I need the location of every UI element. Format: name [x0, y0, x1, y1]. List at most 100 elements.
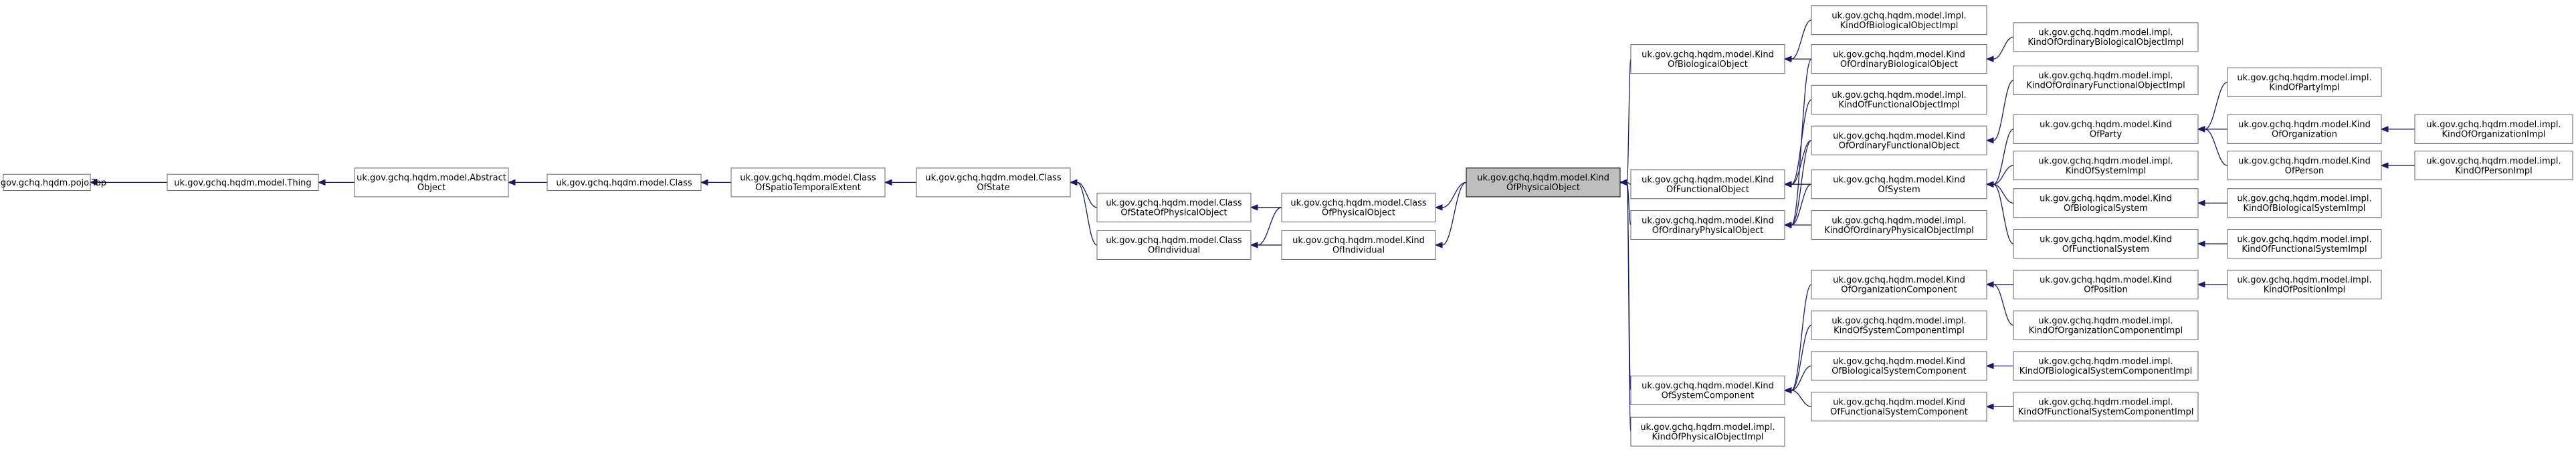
- class-node-box: [730, 167, 886, 198]
- class-node-box: [2227, 229, 2382, 259]
- class-node-kind-po-impl[interactable]: uk.gov.gchq.hqdm.model.impl.KindOfPhysic…: [1630, 417, 1785, 447]
- class-node-box: [2414, 151, 2573, 181]
- class-node-label: uk.gov.gchq.hqdm.model.Kind: [1833, 50, 1965, 60]
- class-node-kind-person-impl[interactable]: uk.gov.gchq.hqdm.model.impl.KindOfPerson…: [2414, 151, 2573, 181]
- class-node-box: [1630, 210, 1785, 240]
- arrowhead-kind_person_impl-to-kind_person: [2380, 162, 2389, 169]
- edge-kind_party_impl-to-kind_party: [2204, 82, 2228, 130]
- class-node-kind-func-sys-impl[interactable]: uk.gov.gchq.hqdm.model.impl.KindOfFuncti…: [2227, 229, 2382, 259]
- class-node-label: KindOfFunctionalSystemComponentImpl: [2018, 407, 2194, 417]
- class-node-label: OfOrganization: [2272, 130, 2337, 140]
- class-node-kind-bio-obj[interactable]: uk.gov.gchq.hqdm.model.KindOfBiologicalO…: [1630, 44, 1785, 74]
- class-node-kind-sys-comp[interactable]: uk.gov.gchq.hqdm.model.KindOfSystemCompo…: [1630, 375, 1785, 405]
- arrowhead-kind_func_sys_comp_impl-to-kind_func_sys_comp: [1985, 403, 1994, 410]
- edge-kind_func_sys_comp-to-kind_sys_comp: [1791, 390, 1812, 407]
- edge-kind_ord_func_obj_impl-to-kind_ord_func_obj: [1993, 80, 2014, 141]
- class-node-label: uk.gov.gchq.hqdm.model.Class: [740, 173, 876, 183]
- class-node-kind-func-sys[interactable]: uk.gov.gchq.hqdm.model.KindOfFunctionalS…: [2013, 229, 2199, 259]
- class-node-kind-func-obj-impl[interactable]: uk.gov.gchq.hqdm.model.impl.KindOfFuncti…: [1811, 84, 1987, 115]
- class-node-kind-party[interactable]: uk.gov.gchq.hqdm.model.KindOfParty: [2013, 114, 2199, 144]
- class-node-label: uk.gov.gchq.hqdm.model.Kind: [1833, 175, 1965, 185]
- class-node-kind-party-impl[interactable]: uk.gov.gchq.hqdm.model.impl.KindOfPartyI…: [2227, 67, 2382, 97]
- class-node-box: [2013, 188, 2199, 218]
- arrowhead-kind_ord_bio_obj_impl-to-kind_ord_bio_obj: [1985, 56, 1994, 62]
- class-node-label: OfBiologicalSystem: [2064, 204, 2148, 214]
- class-node-kind-func-sys-comp[interactable]: uk.gov.gchq.hqdm.model.KindOfFunctionalS…: [1811, 392, 1987, 422]
- class-node-box: [2013, 22, 2199, 52]
- class-node-thing[interactable]: uk.gov.gchq.hqdm.model.Thing: [167, 173, 319, 192]
- edge-kind_bio_obj-to-kind_po: [1626, 58, 1631, 183]
- inheritance-edges: [89, 19, 2415, 433]
- edge-kind_org_comp-to-kind_sys_comp: [1791, 284, 1812, 391]
- class-node-box: [2013, 310, 2199, 340]
- class-node-label: uk.gov.gchq.hqdm.model.impl.: [2426, 120, 2561, 130]
- class-node-label: uk.gov.gchq.hqdm.pojo.Top: [0, 178, 106, 188]
- class-node-pojo-top[interactable]: uk.gov.gchq.hqdm.pojo.Top: [0, 173, 106, 192]
- class-node-kind-ord-po-impl[interactable]: uk.gov.gchq.hqdm.model.impl.KindOfOrdina…: [1811, 210, 1987, 240]
- class-node-label: KindOfSystemComponentImpl: [1834, 325, 1965, 335]
- class-node-kind-bio-sys[interactable]: uk.gov.gchq.hqdm.model.KindOfBiologicalS…: [2013, 188, 2199, 218]
- class-node-label: KindOfPhysicalObjectImpl: [1652, 432, 1763, 442]
- class-node-box: [2013, 65, 2199, 95]
- class-node-label: uk.gov.gchq.hqdm.model.Kind: [1833, 398, 1965, 408]
- class-node-kind-ord-po[interactable]: uk.gov.gchq.hqdm.model.KindOfOrdinaryPhy…: [1630, 210, 1785, 240]
- class-node-kind-func-obj[interactable]: uk.gov.gchq.hqdm.model.KindOfFunctionalO…: [1630, 169, 1785, 200]
- class-node-kind-system-impl[interactable]: uk.gov.gchq.hqdm.model.impl.KindOfSystem…: [2013, 151, 2199, 181]
- arrowhead-kind_po-to-class_po: [1434, 204, 1443, 211]
- edge-kind_ord_func_obj-to-kind_func_obj: [1791, 140, 1812, 185]
- arrowhead-kind_system-to-kind_func_obj: [1783, 181, 1792, 188]
- class-node-kind-position-impl[interactable]: uk.gov.gchq.hqdm.model.impl.KindOfPositi…: [2227, 269, 2382, 299]
- class-node-label: OfPosition: [2084, 285, 2127, 295]
- class-node-class-po[interactable]: uk.gov.gchq.hqdm.model.ClassOfPhysicalOb…: [1281, 192, 1436, 222]
- class-node-kind-ord-bio-obj[interactable]: uk.gov.gchq.hqdm.model.KindOfOrdinaryBio…: [1811, 44, 1987, 74]
- class-node-kind-sys-comp-impl[interactable]: uk.gov.gchq.hqdm.model.impl.KindOfSystem…: [1811, 310, 1987, 340]
- class-node-kind-organization-impl[interactable]: uk.gov.gchq.hqdm.model.impl.KindOfOrgani…: [2414, 114, 2573, 144]
- class-node-kind-bio-sys-comp[interactable]: uk.gov.gchq.hqdm.model.KindOfBiologicalS…: [1811, 351, 1987, 381]
- class-node-kind-position[interactable]: uk.gov.gchq.hqdm.model.KindOfPosition: [2013, 269, 2199, 299]
- class-node-kind-func-sys-comp-impl[interactable]: uk.gov.gchq.hqdm.model.impl.KindOfFuncti…: [2013, 392, 2199, 422]
- class-nodes: uk.gov.gchq.hqdm.pojo.Top uk.gov.gchq.hqd…: [0, 5, 2573, 447]
- class-node-label: uk.gov.gchq.hqdm.model.Thing: [174, 178, 311, 188]
- class-node-box: [2227, 67, 2382, 97]
- class-node-kind-bio-obj-impl[interactable]: uk.gov.gchq.hqdm.model.impl.KindOfBiolog…: [1811, 5, 1987, 35]
- class-node-box: [3, 173, 91, 192]
- class-node-kind-ord-bio-obj-impl[interactable]: uk.gov.gchq.hqdm.model.impl.KindOfOrdina…: [2013, 22, 2199, 52]
- edge-class_individual-to-class_state: [1076, 181, 1098, 246]
- class-node-label: uk.gov.gchq.hqdm.model.Kind: [2238, 120, 2371, 130]
- class-node-box: [2013, 351, 2199, 381]
- class-node-kind-ord-func-obj[interactable]: uk.gov.gchq.hqdm.model.KindOfOrdinaryFun…: [1811, 125, 1987, 155]
- arrowhead-kind_org_comp_impl-to-kind_org_comp: [1985, 281, 1994, 288]
- class-node-label: KindOfOrganizationComponentImpl: [2029, 325, 2183, 335]
- class-node-class-state-po[interactable]: uk.gov.gchq.hqdm.model.ClassOfStateOfPhy…: [1096, 192, 1252, 222]
- class-node-label: OfState: [977, 183, 1009, 193]
- class-node-kind-bio-sys-comp-impl[interactable]: uk.gov.gchq.hqdm.model.impl.KindOfBiolog…: [2013, 351, 2199, 381]
- class-node-kind-system[interactable]: uk.gov.gchq.hqdm.model.KindOfSystem: [1811, 169, 1987, 200]
- class-node-kind-ord-func-obj-impl[interactable]: uk.gov.gchq.hqdm.model.impl.KindOfOrdina…: [2013, 65, 2199, 95]
- class-node-class-ste[interactable]: uk.gov.gchq.hqdm.model.ClassOfSpatioTemp…: [730, 167, 886, 198]
- class-node-label: uk.gov.gchq.hqdm.model.impl.: [2038, 357, 2173, 367]
- edge-kind_po-to-class_po: [1442, 181, 1467, 208]
- class-node-kind-org-comp-impl[interactable]: uk.gov.gchq.hqdm.model.impl.KindOfOrgani…: [2013, 310, 2199, 340]
- class-node-label: KindOfBiologicalSystemImpl: [2244, 204, 2366, 214]
- class-node-label: OfFunctionalObject: [1666, 185, 1749, 195]
- class-node-kind-bio-sys-impl[interactable]: uk.gov.gchq.hqdm.model.impl.KindOfBiolog…: [2227, 188, 2382, 218]
- arrowhead-kind_organization_impl-to-kind_organization: [2380, 126, 2389, 133]
- class-node-label: uk.gov.gchq.hqdm.model.impl.: [2237, 234, 2371, 244]
- class-node-label: KindOfBiologicalSystemComponentImpl: [2019, 366, 2192, 376]
- class-node-kind-organization[interactable]: uk.gov.gchq.hqdm.model.KindOfOrganizatio…: [2227, 114, 2382, 144]
- class-node-label: OfSystem: [1878, 185, 1920, 195]
- class-node-kind-org-comp[interactable]: uk.gov.gchq.hqdm.model.KindOfOrganizatio…: [1811, 269, 1987, 299]
- class-node-label: OfFunctionalSystemComponent: [1830, 407, 1968, 417]
- class-node-class[interactable]: uk.gov.gchq.hqdm.model.Class: [547, 173, 702, 192]
- class-node-label: KindOfPartyImpl: [2269, 82, 2339, 92]
- class-node-box: [1811, 392, 1987, 422]
- arrowhead-kind_ord_bio_obj-to-kind_bio_obj: [1783, 56, 1792, 62]
- class-node-label: Object: [417, 183, 445, 193]
- class-node-kind-person[interactable]: uk.gov.gchq.hqdm.model.KindOfPerson: [2227, 151, 2382, 181]
- edge-class_state_po-to-class_state: [1076, 181, 1098, 208]
- class-node-label: OfIndividual: [1148, 246, 1200, 256]
